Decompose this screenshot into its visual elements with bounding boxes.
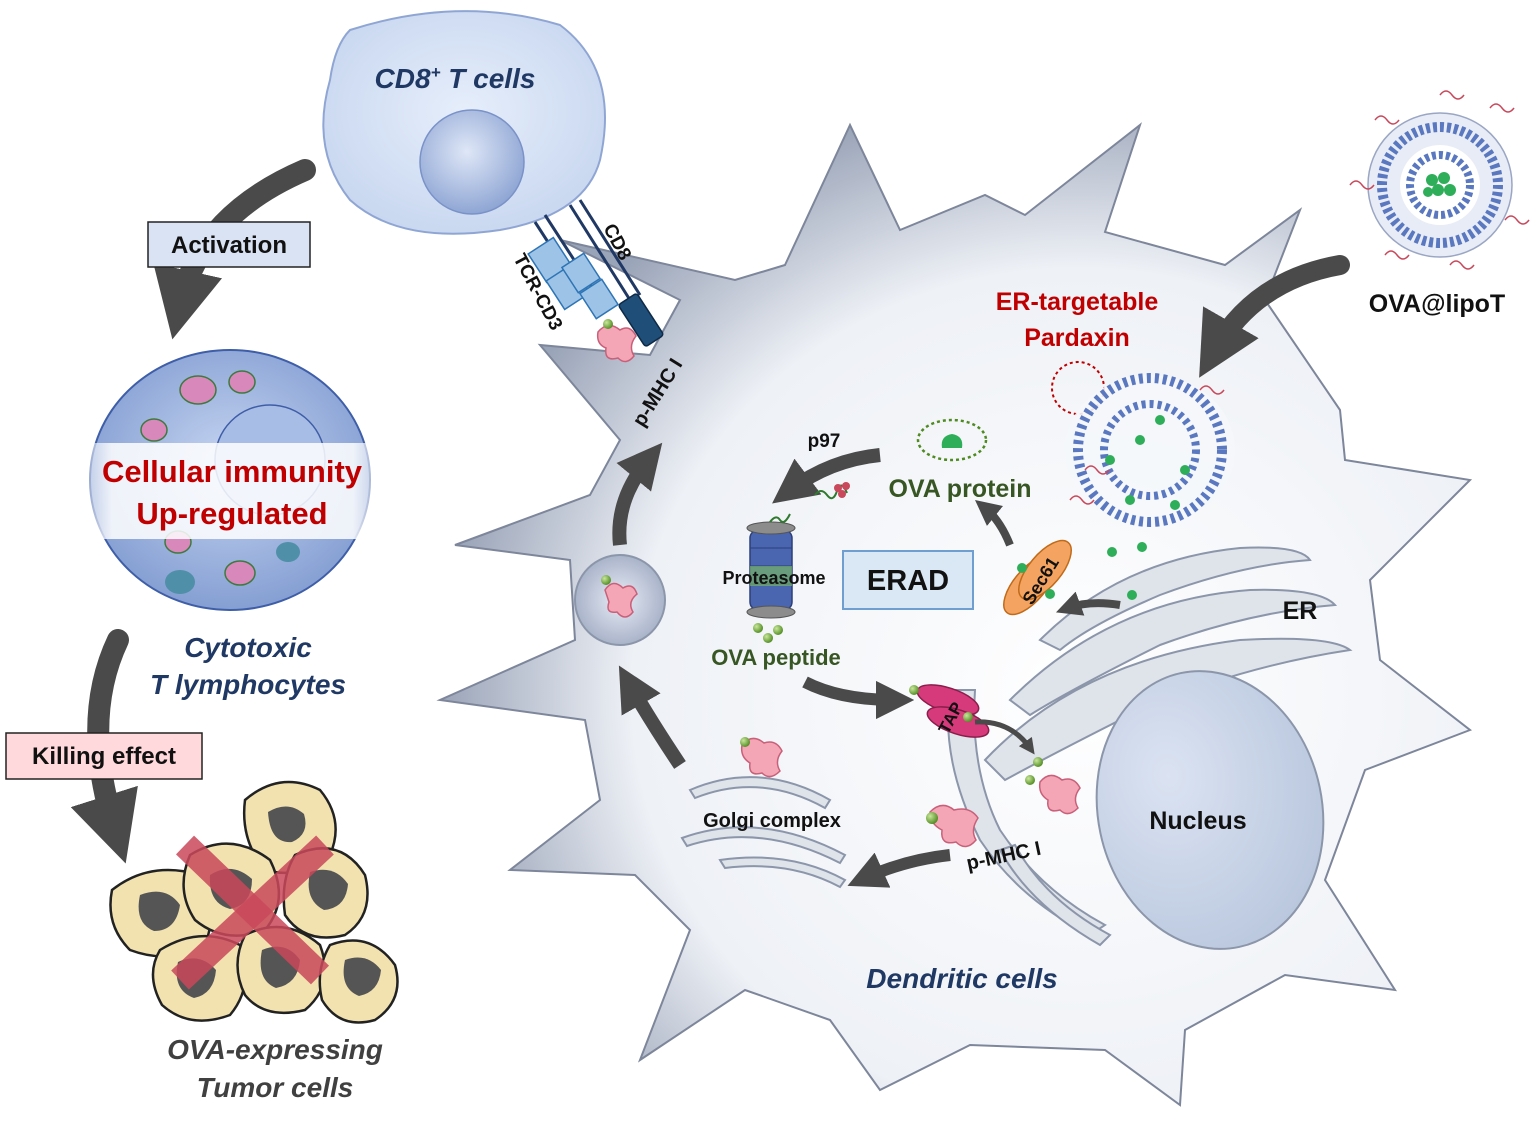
uptake-arrow [1199,255,1350,378]
nucleus-label: Nucleus [1149,807,1246,835]
ctl-line2: T lymphocytes [150,669,346,700]
proteasome [746,513,796,619]
t-cell-nucleus [419,109,525,215]
sec61-channel [1003,539,1072,616]
arrow-sec61-to-protein [975,500,1014,547]
tumor-line2: Tumor cells [197,1072,354,1103]
proteasome-label: Proteasome [722,568,825,588]
killing-label: Killing effect [32,743,176,770]
tumor-line1: OVA-expressing [167,1034,383,1065]
er-label: ER [1283,597,1318,625]
erad-box: ERAD [842,550,974,610]
activation-box: Activation [147,221,311,268]
fusing-liposome [1065,373,1235,527]
golgi-mhc [740,737,783,778]
activation-label: Activation [171,232,287,259]
p97-label: p97 [808,431,841,452]
golgi-label: Golgi complex [703,810,841,832]
pardaxin-line1: ER-targetable [996,288,1159,316]
erad-label: ERAD [867,565,949,597]
ova-protein-vesicle [916,418,988,462]
dendritic-cell-label: Dendritic cells [866,963,1057,994]
cd8-coreceptor [568,199,664,347]
cross-mark [171,835,334,990]
nucleus-body [1095,670,1325,950]
peptide-beads [753,623,783,643]
ova-peptide-label: OVA peptide [711,645,841,670]
immunity-line2: Up-regulated [136,496,327,531]
unfolded-protein [814,482,850,500]
arrow-peptide-to-tap [802,676,915,720]
ova-lipot-label: OVA@lipoT [1369,290,1505,318]
arrow-er-to-sec61 [1055,591,1121,616]
surface-pmhc [596,319,637,363]
er-mhc [1038,774,1081,815]
arrow-vesicle-to-surface [612,442,663,546]
arrow-tap-to-er [974,719,1035,755]
t-cell-label: CD8+ T cells [375,63,536,94]
arrow-golgi-to-vesicle [618,665,686,769]
endoplasmic-reticulum [947,546,1353,947]
ova-lipot-nanoparticle [1349,90,1530,270]
cd8-t-cell: CD8+ T cells [322,10,606,235]
killing-arrow [70,629,138,864]
er-pmhc-complex [926,804,979,848]
ova-protein-label: OVA protein [888,475,1031,503]
tap-transporter [909,684,990,738]
killing-box: Killing effect [5,732,203,780]
immunity-line1: Cellular immunity [102,454,363,489]
arrow-p97 [772,448,881,504]
nucleus: Nucleus [1095,670,1325,950]
transport-vesicle [574,554,666,646]
ctl-line1: Cytotoxic [184,632,312,663]
arrow-er-to-golgi [847,849,951,888]
tcr-cd3-receptor [527,214,620,320]
golgi-complex [680,776,847,889]
pardaxin-line2: Pardaxin [1024,324,1130,352]
cytotoxic-t-cell [60,349,405,611]
